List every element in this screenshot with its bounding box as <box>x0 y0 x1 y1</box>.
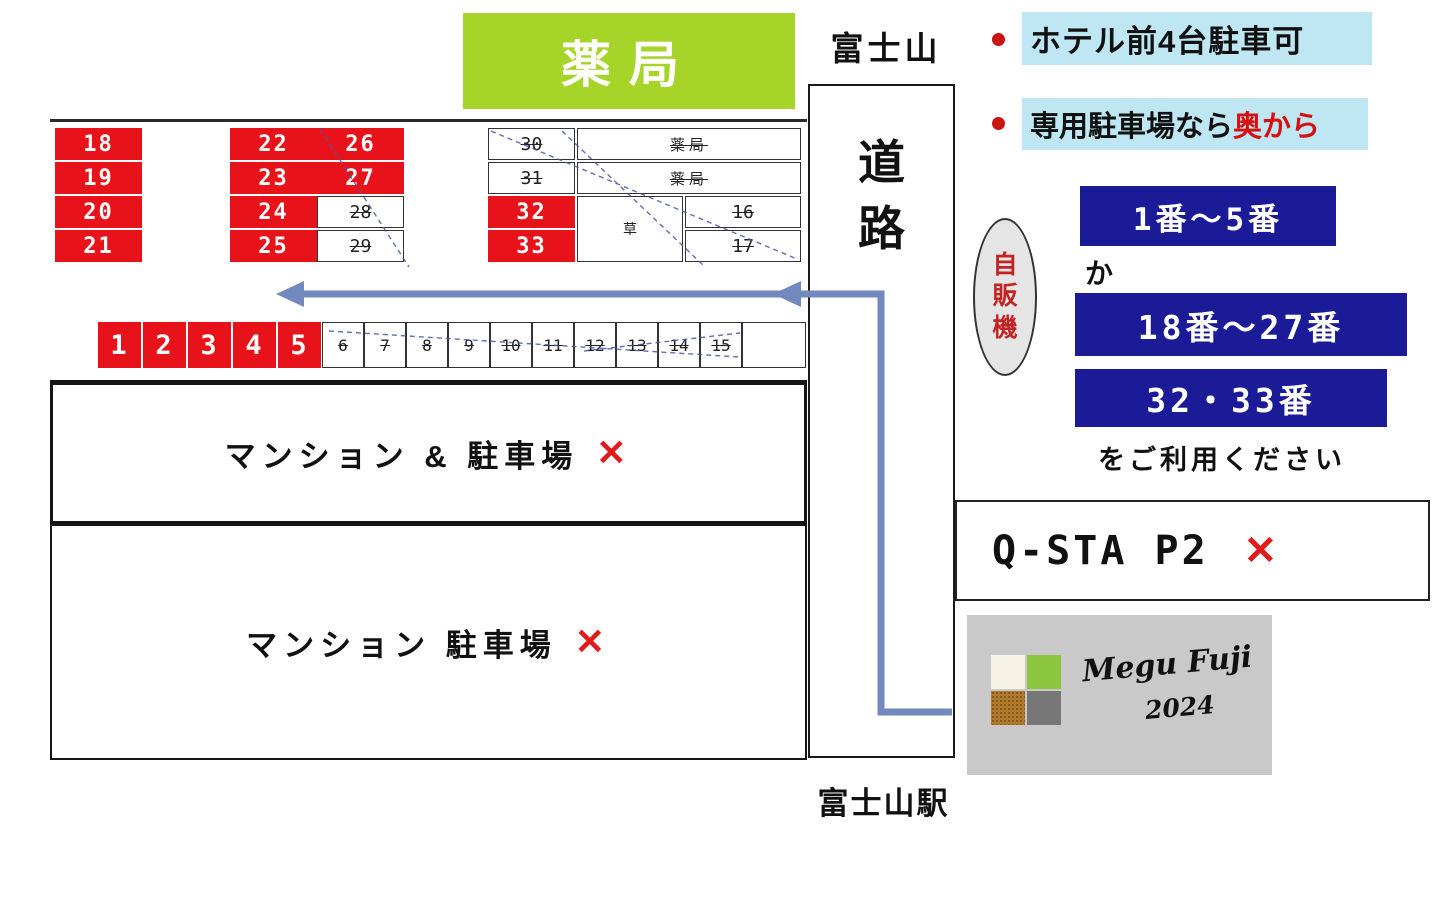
pharmacy-cell-2-crossed: 薬局 <box>577 162 801 194</box>
spot-22: 22 <box>230 128 317 160</box>
spot-column-22-25: 22 23 24 25 <box>230 128 317 262</box>
spot-26: 26 <box>317 128 404 160</box>
pharmacy-building: 薬局 <box>463 13 795 109</box>
cross-mark: ✕ <box>1243 528 1278 573</box>
spot-25: 25 <box>230 230 317 262</box>
road-area: 道 路 <box>808 84 955 758</box>
spot-14-crossed: 14 <box>658 322 700 368</box>
spot-16-crossed: 16 <box>685 196 801 228</box>
note-hotel-front: ホテル前4台駐車可 <box>1022 12 1372 65</box>
mansion-2-label: マンション 駐車場 <box>246 627 557 663</box>
signature-box: Megu Fuji 2024 <box>967 615 1272 775</box>
note-private-lot-highlight: 奥から <box>1233 111 1321 143</box>
spot-21: 21 <box>55 230 142 262</box>
spot-27: 27 <box>317 162 404 194</box>
station-label: 富士山駅 <box>817 786 950 821</box>
qsta-p2-label: Q-STA P2 <box>992 527 1209 574</box>
spot-6-crossed: 6 <box>322 322 364 368</box>
note-private-lot-prefix: 専用駐車場なら <box>1030 111 1234 143</box>
range-1-5-box: 1番～5番 <box>1080 186 1336 246</box>
route-arrowhead <box>276 281 304 307</box>
spot-5: 5 <box>278 322 321 368</box>
logo-square-green <box>1027 655 1061 689</box>
signature-year: 2024 <box>1143 690 1216 725</box>
bullet-dot <box>992 33 1005 46</box>
cross-mark: ✕ <box>574 621 611 662</box>
spot-13-crossed: 13 <box>616 322 658 368</box>
spot-11-crossed: 11 <box>532 322 574 368</box>
pharmacy-label: 薬局 <box>561 37 697 93</box>
spot-15-crossed: 15 <box>700 322 742 368</box>
note-private-lot: 専用駐車場なら奥から <box>1022 98 1368 150</box>
mansion-parking-block-1: マンション & 駐車場 ✕ <box>50 380 807 524</box>
please-use-label: をご利用ください <box>1098 445 1346 475</box>
bullet-dot <box>992 117 1005 130</box>
range-18-27-box: 18番～27番 <box>1075 293 1407 356</box>
mansion-parking-block-2: マンション 駐車場 ✕ <box>50 524 807 760</box>
spot-31-crossed: 31 <box>488 162 575 194</box>
spot-33: 33 <box>488 230 575 262</box>
spot-29-crossed: 29 <box>317 230 404 262</box>
range-32-33-box: 32・33番 <box>1075 369 1387 427</box>
spot-32: 32 <box>488 196 575 228</box>
road-label-char-2: 路 <box>858 202 905 255</box>
spot-column-18-21: 18 19 20 21 <box>55 128 142 262</box>
spot-12-crossed: 12 <box>574 322 616 368</box>
spot-10-crossed: 10 <box>490 322 532 368</box>
cross-mark: ✕ <box>596 432 633 473</box>
grass-cell: 草 <box>577 196 683 262</box>
spot-column-26-29: 26 27 28 29 <box>317 128 404 262</box>
spot-23: 23 <box>230 162 317 194</box>
spot-17-crossed: 17 <box>685 230 801 262</box>
pharmacy-cell-1-crossed: 薬局 <box>577 128 801 160</box>
spot-18: 18 <box>55 128 142 160</box>
lot-top-boundary <box>50 119 807 122</box>
route-arrowhead-mid <box>773 281 801 307</box>
spot-1: 1 <box>98 322 141 368</box>
road-label-char-1: 道 <box>858 136 905 189</box>
spot-30-crossed: 30 <box>488 128 575 160</box>
spot-2: 2 <box>143 322 186 368</box>
spot-19: 19 <box>55 162 142 194</box>
or-label: か <box>1085 258 1114 289</box>
spot-9-crossed: 9 <box>448 322 490 368</box>
spot-28-crossed: 28 <box>317 196 404 228</box>
spot-4: 4 <box>233 322 276 368</box>
spot-row-1-5: 1 2 3 4 5 <box>98 322 321 368</box>
mt-fuji-direction-label: 富士山 <box>830 30 942 67</box>
megufuji-logo <box>991 655 1061 725</box>
logo-square-white <box>991 655 1025 689</box>
logo-square-gray <box>1027 691 1061 725</box>
empty-spot-cell <box>742 322 806 368</box>
spot-20: 20 <box>55 196 142 228</box>
qsta-p2-block: Q-STA P2 ✕ <box>955 500 1430 601</box>
spot-column-30-33: 30 31 32 33 <box>488 128 575 262</box>
vending-machine-label: 自 販 機 <box>973 218 1037 376</box>
spot-row-6-15-crossed: 6 7 8 9 10 11 12 13 14 15 <box>322 322 742 368</box>
logo-square-brown <box>991 691 1025 725</box>
spot-7-crossed: 7 <box>364 322 406 368</box>
mansion-1-label: マンション & 駐車場 <box>224 438 579 474</box>
signature-name: Megu Fuji <box>1080 639 1254 690</box>
spot-8-crossed: 8 <box>406 322 448 368</box>
spot-24: 24 <box>230 196 317 228</box>
spot-3: 3 <box>188 322 231 368</box>
